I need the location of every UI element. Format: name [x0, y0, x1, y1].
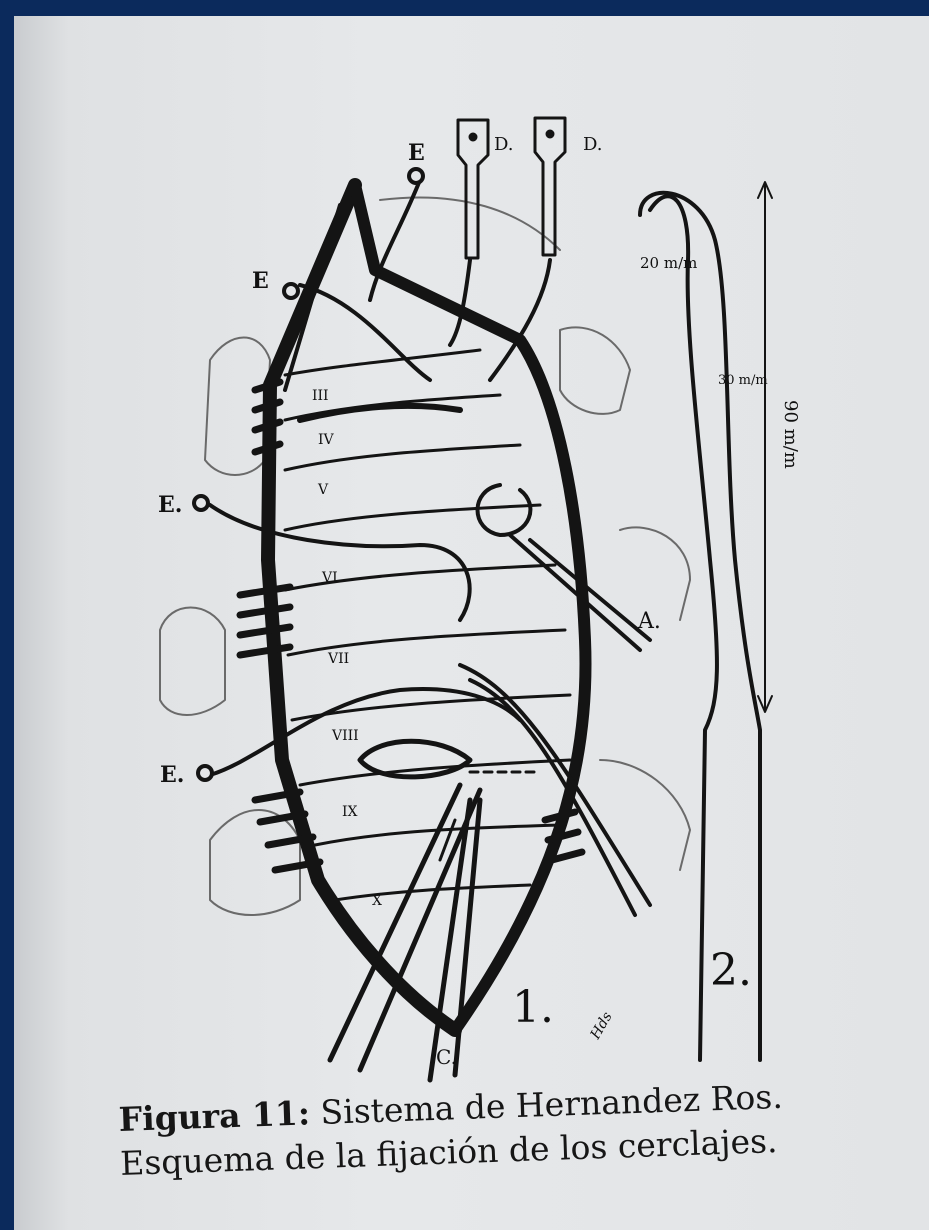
rib-label-v: V [317, 482, 329, 498]
label-c: C. [436, 1045, 457, 1069]
dimension-90: 90 m/m [780, 400, 801, 469]
label-e-upper: E [252, 268, 269, 294]
dimension-20: 20 m/m [640, 254, 697, 272]
dimension-30: 30 m/m [718, 373, 768, 388]
rib-label-x: X [372, 893, 382, 909]
rib-label-ix: IX [342, 804, 358, 820]
rib-label-iv: IV [318, 432, 335, 448]
artist-signature: Hds [587, 1009, 616, 1042]
label-figure-1: 1. [512, 982, 554, 1033]
label-e-middle: E. [158, 492, 182, 518]
label-figure-2: 2. [710, 945, 752, 996]
label-a: A. [637, 609, 661, 634]
rib-label-vi: VI [321, 570, 338, 586]
label-e-lower: E. [160, 762, 184, 788]
caption-figure-number: Figura 11: [118, 1093, 311, 1139]
rib-label-vii: VII [327, 651, 349, 667]
label-d-right: D. [583, 134, 603, 155]
rib-label-iii: III [312, 388, 329, 404]
rib-label-viii: VIII [331, 728, 359, 744]
label-e-top: E [408, 140, 425, 166]
label-d-left: D. [494, 134, 514, 155]
